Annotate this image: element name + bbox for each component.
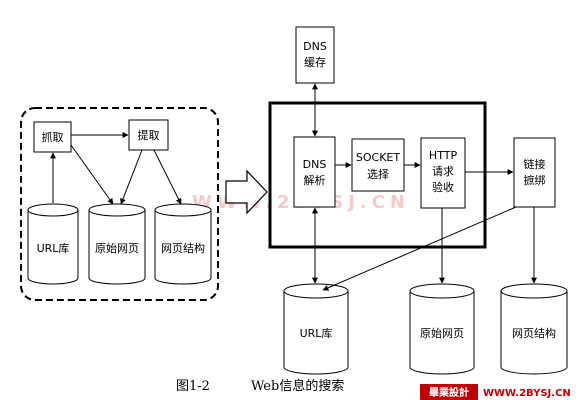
link-extract-label-line2: 摭绑 bbox=[524, 173, 546, 187]
dns-resolve-node: DNS 解析 bbox=[293, 136, 336, 208]
footer-brand-label: 畢業設計 bbox=[429, 386, 469, 399]
right-db-raw-pages-label: 原始网页 bbox=[420, 326, 464, 340]
left-db-raw-pages: 原始网页 bbox=[88, 203, 146, 285]
left-db-url: URL库 bbox=[27, 203, 79, 285]
dns-cache-label-line1: DNS bbox=[303, 40, 327, 53]
dns-resolve-label-line1: DNS bbox=[303, 158, 327, 171]
arrow-crawl-to-raw bbox=[70, 144, 114, 205]
core-process-frame bbox=[268, 101, 487, 249]
figure-caption: Web信息的搜索 bbox=[251, 378, 344, 394]
link-extract-node: 链接 摭绑 bbox=[513, 137, 556, 208]
http-request-label-line1: HTTP bbox=[429, 149, 458, 162]
left-arrows bbox=[50, 132, 182, 205]
http-request-node: HTTP 请求 验收 bbox=[420, 137, 466, 209]
left-dashed-frame bbox=[20, 107, 219, 301]
link-extract-label-line1: 链接 bbox=[524, 157, 546, 171]
dns-resolve-label-line2: 解析 bbox=[304, 173, 326, 187]
arrow-extract-to-structure bbox=[153, 149, 182, 205]
left-db-raw-pages-label: 原始网页 bbox=[95, 241, 139, 255]
footer-brand: 畢業設計 WWW.2BYSJ.CN bbox=[420, 384, 571, 400]
socket-select-label-line1: SOCKET bbox=[356, 151, 400, 164]
footer-site: WWW.2BYSJ.CN bbox=[483, 388, 571, 399]
http-request-label-line3: 验收 bbox=[432, 180, 454, 194]
right-db-url-label: URL库 bbox=[300, 327, 333, 340]
left-db-page-structure: 网页结构 bbox=[154, 203, 212, 285]
arrow-extract-to-raw bbox=[120, 149, 143, 205]
figure-number: 图1-2 bbox=[176, 379, 210, 394]
dns-cache-node: DNS 缓存 bbox=[295, 26, 335, 84]
arrow-link-to-url-db bbox=[322, 206, 517, 291]
left-db-page-structure-label: 网页结构 bbox=[161, 241, 205, 255]
transition-arrow bbox=[225, 169, 268, 215]
socket-select-node: SOCKET 选择 bbox=[351, 138, 405, 192]
crawl-node: 抓取 bbox=[33, 121, 72, 153]
right-db-url: URL库 bbox=[283, 283, 349, 375]
right-db-page-structure: 网页结构 bbox=[500, 283, 568, 375]
right-db-raw-pages: 原始网页 bbox=[409, 283, 475, 375]
dns-cache-label-line2: 缓存 bbox=[304, 55, 326, 69]
left-db-url-label: URL库 bbox=[37, 242, 70, 255]
socket-select-label-line2: 选择 bbox=[367, 167, 389, 181]
crawl-label: 抓取 bbox=[42, 130, 64, 144]
extract-label: 提取 bbox=[138, 129, 160, 142]
right-arrows bbox=[312, 83, 537, 291]
right-db-page-structure-label: 网页结构 bbox=[512, 326, 556, 340]
http-request-label-line2: 请求 bbox=[432, 165, 454, 178]
extract-node: 提取 bbox=[128, 119, 169, 151]
